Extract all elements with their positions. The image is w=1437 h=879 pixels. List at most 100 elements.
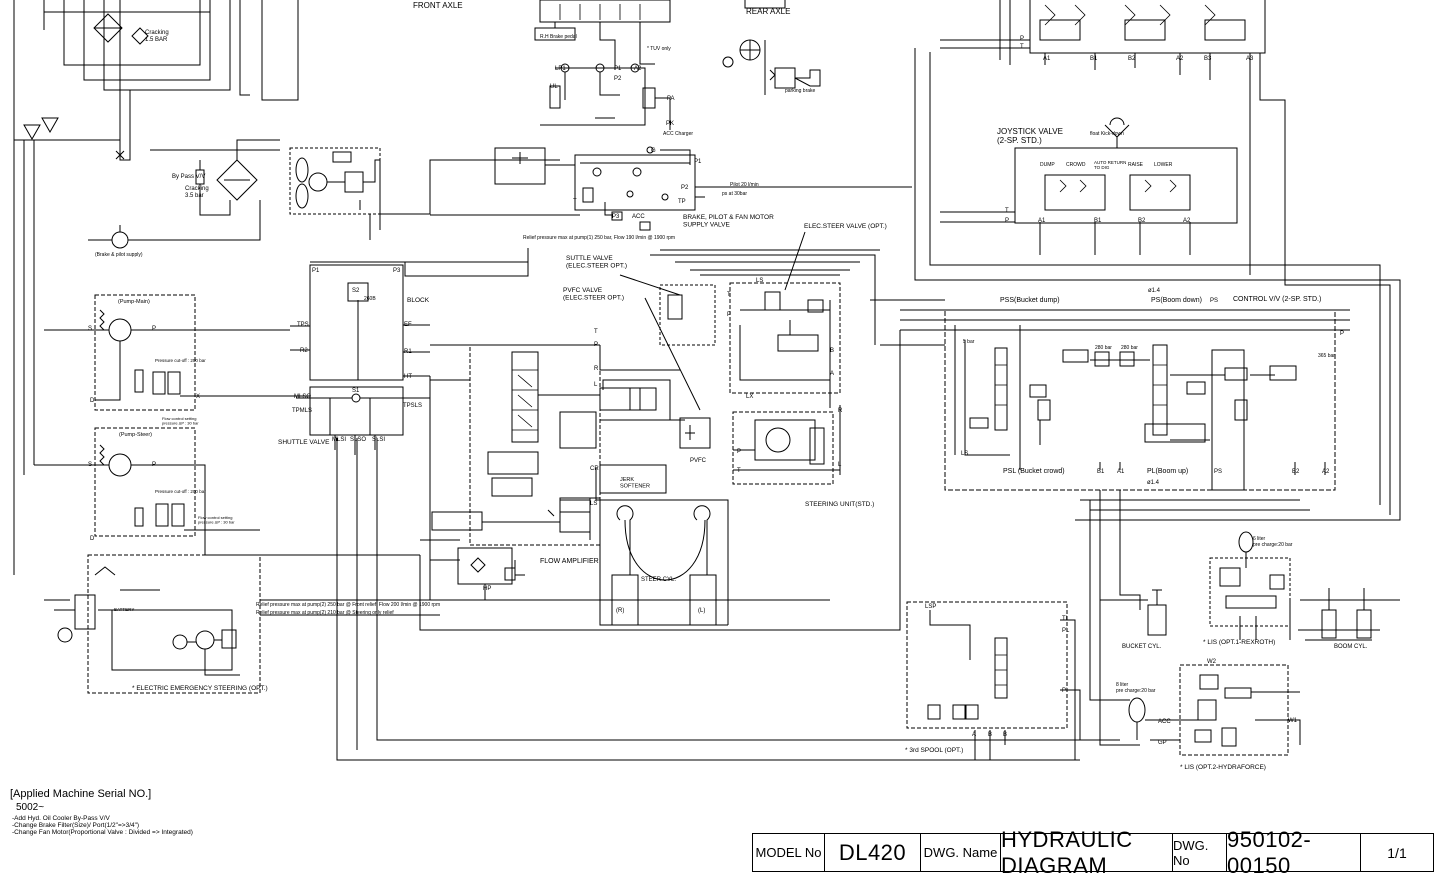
label-acc-charger: ACC Charger [663, 131, 693, 137]
label-pvfc: PVFC [690, 458, 707, 464]
svg-text:MLSI: MLSI [332, 437, 346, 443]
svg-text:B: B [1003, 732, 1007, 738]
label-steer-cyl-l: (L) [698, 608, 705, 614]
label-steer-cyl-r: (R) [616, 608, 624, 614]
svg-text:P: P [1005, 218, 1009, 224]
label-joystick-valve: JOYSTICK VALVE(2-SP. STD.) [997, 127, 1063, 145]
label-line: pressure ΔP : 30 bar [162, 421, 199, 426]
label-280bar-a: 280 bar [1095, 345, 1112, 351]
svg-text:S: S [88, 326, 92, 332]
svg-text:TPS: TPS [297, 322, 309, 328]
svg-text:A: A [830, 371, 834, 377]
label-5bar: 5 bar [963, 339, 975, 345]
label-line: (ELEC.STEER OPT.) [563, 294, 624, 301]
svg-text:B2: B2 [1128, 56, 1136, 62]
svg-text:LSP: LSP [925, 604, 936, 610]
svg-text:L: L [594, 382, 598, 388]
label-line: pre charge:20 bar [1116, 688, 1156, 694]
joystick-valve-top [940, 0, 1266, 90]
third-spool [906, 601, 1081, 760]
fan-motor-unit [289, 147, 580, 240]
svg-text:P2: P2 [681, 185, 689, 191]
rear-axle-box [744, 0, 786, 9]
label-steer-cyl: STEER CYL. [641, 577, 676, 583]
svg-text:MLSO: MLSO [294, 394, 311, 400]
label-crowd: CROWD [1066, 162, 1086, 168]
label-line: SOFTENER [620, 483, 650, 489]
svg-text:SLSO: SLSO [350, 437, 366, 443]
label-bypass-vv: By Pass V/V [172, 174, 205, 180]
label-float-kickdown: float Kick-down [1090, 131, 1124, 137]
label-front-axle: FRONT AXLE [413, 1, 463, 10]
tank-return-lines [13, 0, 299, 575]
svg-text:A3: A3 [1246, 56, 1254, 62]
svg-text:P: P [727, 312, 731, 318]
svg-text:R1: R1 [404, 349, 412, 355]
label-bucket-cyl: BUCKET CYL. [1122, 644, 1162, 650]
svg-text:W2: W2 [1207, 659, 1217, 665]
label-ps-boom-down: PS(Boom down) [1151, 297, 1202, 304]
svg-text:B3: B3 [1204, 56, 1212, 62]
label-pilot-20: Pilot 20 l/min [730, 182, 759, 188]
svg-text:PI: PI [1062, 688, 1068, 694]
svg-text:TPMLS: TPMLS [292, 408, 312, 414]
svg-text:EF: EF [404, 322, 412, 328]
svg-text:B: B [988, 732, 992, 738]
svg-text:A2: A2 [1176, 56, 1184, 62]
svg-text:CR: CR [590, 466, 599, 472]
svg-text:S: S [88, 462, 92, 468]
joystick-valve [940, 117, 1238, 255]
svg-text:B2: B2 [1292, 469, 1300, 475]
svg-text:R: R [594, 366, 599, 372]
svg-text:PK: PK [666, 121, 674, 127]
model-value: DL420 [825, 834, 921, 871]
svg-text:P: P [737, 449, 741, 455]
svg-text:P3: P3 [393, 268, 401, 274]
svg-text:B1: B1 [1094, 218, 1102, 224]
applied-machine-notes: [Applied Machine Serial NO.] 5002~ -Add … [10, 788, 410, 836]
sheet-number: 1/1 [1387, 844, 1407, 861]
label-line: 3.5 bar [185, 193, 204, 199]
label-pl-boom-up: PL(Boom up) [1147, 468, 1188, 475]
label-battery: BATTERY [114, 607, 134, 612]
label-line: pressure ΔP : 30 bar [198, 520, 235, 525]
svg-text:P: P [152, 462, 156, 468]
label-line: SUPPLY VALVE [683, 221, 731, 228]
svg-text:TPSLS: TPSLS [403, 403, 422, 409]
label-elec-emergency: * ELECTRIC EMERGENCY STEERING (OPT.) [132, 685, 268, 692]
svg-text:D: D [90, 536, 95, 542]
notes-serial: 5002~ [16, 802, 45, 813]
steer-pump-unit [34, 427, 420, 556]
svg-text:HT: HT [404, 374, 412, 380]
svg-text:A2: A2 [1183, 218, 1191, 224]
label-phi14-bottom: ø1.4 [1147, 480, 1160, 486]
label-lower: LOWER [1154, 162, 1173, 168]
svg-text:D: D [90, 398, 95, 404]
label-suttle-valve: SUTTLE VALVE(ELEC.STEER OPT.) [566, 255, 627, 269]
label-relief-pump2-line1: Relief pressure max at pump(2) 250 bar @… [256, 602, 440, 608]
label-elec-steer-valve: ELEC.STEER VALVE (OPT.) [804, 223, 887, 230]
dwg-name-value: HYDRAULIC DIAGRAM [1001, 827, 1173, 878]
svg-text:P: P [594, 342, 598, 348]
notes-line: -Change Fan Motor(Proportional Valve : D… [12, 829, 193, 836]
svg-text:HP: HP [483, 586, 491, 592]
svg-text:X: X [196, 394, 200, 400]
svg-text:A1: A1 [1038, 218, 1046, 224]
svg-text:L: L [838, 462, 842, 468]
svg-text:A1: A1 [1043, 56, 1051, 62]
label-rh-brake-pedal: R.H Brake pedal [540, 34, 577, 40]
main-pump-unit [44, 294, 310, 411]
label-pump-steer: (Pump-Steer) [119, 432, 152, 438]
svg-text:R2: R2 [300, 348, 308, 354]
lis-hydraforce [1089, 490, 1301, 756]
label-psl-bucket-crowd: PSL (Bucket crowd) [1003, 468, 1065, 475]
svg-text:P1: P1 [694, 159, 702, 165]
svg-text:B1: B1 [1097, 469, 1105, 475]
svg-text:P1: P1 [614, 66, 622, 72]
label-brake-pilot-supply: (Brake & pilot supply) [95, 252, 143, 258]
label-365bar: 365 bar [1318, 353, 1335, 359]
suttle-valve [650, 249, 880, 346]
label-control-vv: CONTROL V/V (2-SP. STD.) [1233, 296, 1321, 303]
hp-filter [457, 547, 525, 600]
